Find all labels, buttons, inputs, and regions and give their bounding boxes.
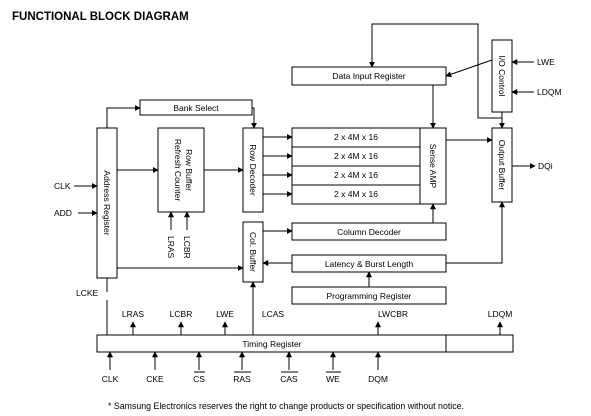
data-input-register: Data Input Register <box>291 66 447 86</box>
input-cs: CS <box>193 374 205 384</box>
signal-labels: CLK ADD LCKE LRAS LCBR LRAS LCBR LWE LCA… <box>54 57 562 319</box>
output-buffer: Output Buffer <box>491 127 513 203</box>
footnote: * Samsung Electronics reserves the right… <box>108 401 464 411</box>
external-inputs: CLK CKE CS RAS CAS WE DQM <box>102 371 388 384</box>
latency-burst-length: Latency & Burst Length <box>291 254 447 273</box>
row-buffer-label: Row Buffer <box>184 149 194 191</box>
connections <box>74 23 536 370</box>
programming-register-label: Programming Register <box>326 291 411 301</box>
memory-bank-1-label: 2 x 4M x 16 <box>334 132 378 142</box>
output-buffer-label: Output Buffer <box>497 140 507 191</box>
add-signal-label: ADD <box>54 208 72 218</box>
data-input-register-label: Data Input Register <box>332 71 405 81</box>
lwe-right-label: LWE <box>537 57 555 67</box>
input-cke: CKE <box>146 374 164 384</box>
io-control-label: I/O Control <box>497 55 507 96</box>
input-dqm: DQM <box>368 374 388 384</box>
row-buffer-refresh-counter: Row Buffer Refresh Counter <box>157 127 205 213</box>
dqi-signal-label: DQi <box>538 161 553 171</box>
lcas-signal-label: LCAS <box>262 309 285 319</box>
sense-amp: Sense AMP <box>419 127 447 205</box>
row-decoder: Row Decoder <box>242 127 264 213</box>
bank-select-label: Bank Select <box>173 103 219 113</box>
input-ras: RAS <box>233 374 251 384</box>
input-we: WE <box>326 374 340 384</box>
ldqm-right-label: LDQM <box>537 87 562 97</box>
diagram-title: FUNCTIONAL BLOCK DIAGRAM <box>12 11 189 23</box>
lras-signal-label: LRAS <box>122 309 145 319</box>
col-buffer-label: Col. Buffer <box>248 232 258 272</box>
timing-register: Timing Register <box>96 334 514 353</box>
column-decoder: Column Decoder <box>291 222 447 241</box>
memory-bank-4-label: 2 x 4M x 16 <box>334 189 378 199</box>
refresh-counter-label: Refresh Counter <box>173 139 183 202</box>
memory-bank-3-label: 2 x 4M x 16 <box>334 170 378 180</box>
lcbr-inner-label: LCBR <box>182 236 192 259</box>
clk-signal-label: CLK <box>54 181 71 191</box>
lras-inner-label: LRAS <box>166 236 176 259</box>
memory-bank-2-label: 2 x 4M x 16 <box>334 151 378 161</box>
programming-register: Programming Register <box>291 286 447 305</box>
address-register: Address Register <box>96 127 118 279</box>
input-clk: CLK <box>102 374 119 384</box>
row-decoder-label: Row Decoder <box>248 144 258 196</box>
lwcbr-signal-label: LWCBR <box>378 309 408 319</box>
latency-burst-length-label: Latency & Burst Length <box>325 259 414 269</box>
timing-register-label: Timing Register <box>242 339 301 349</box>
input-cas: CAS <box>280 374 298 384</box>
memory-array: 2 x 4M x 16 2 x 4M x 16 2 x 4M x 16 2 x … <box>291 127 421 205</box>
bank-select: Bank Select <box>139 99 253 116</box>
ldqm-signal-label: LDQM <box>488 309 513 319</box>
lwe-signal-label: LWE <box>216 309 234 319</box>
lcke-signal-label: LCKE <box>76 288 99 298</box>
io-control: I/O Control <box>491 39 513 113</box>
address-register-label: Address Register <box>102 170 112 235</box>
lcbr-signal-label: LCBR <box>170 309 193 319</box>
column-decoder-label: Column Decoder <box>337 227 401 237</box>
col-buffer: Col. Buffer <box>242 221 264 283</box>
sense-amp-label: Sense AMP <box>428 144 438 189</box>
